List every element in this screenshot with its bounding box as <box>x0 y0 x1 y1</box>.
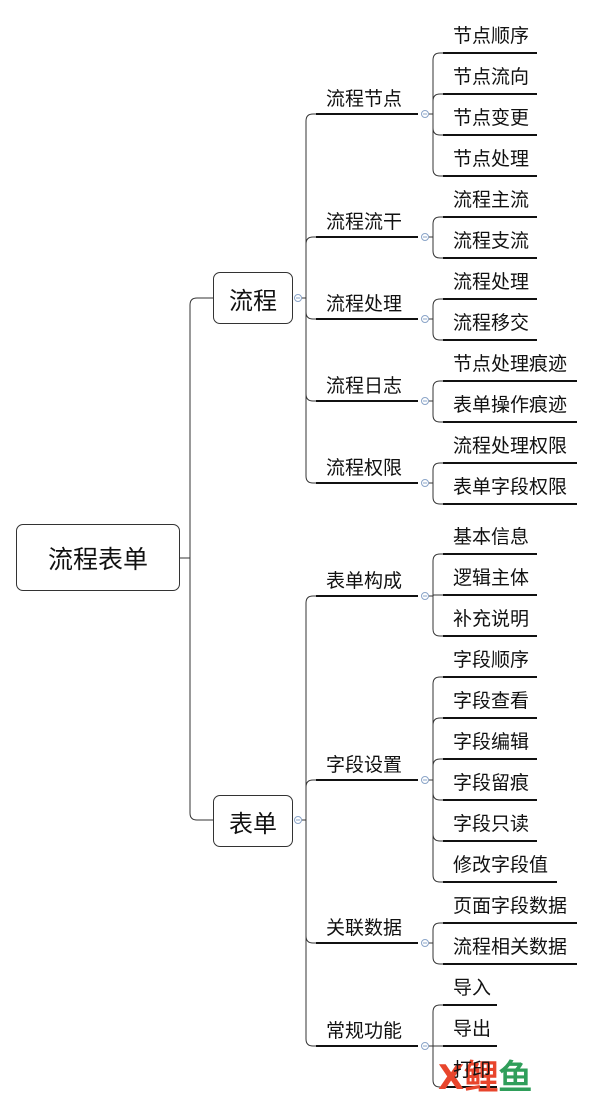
connector-leaf <box>429 922 443 944</box>
leaf-label[interactable]: 基本信息 <box>453 526 530 548</box>
connector-leaf <box>429 380 443 402</box>
leaf-label[interactable]: 流程支流 <box>453 230 530 252</box>
connector-form-group-1 <box>302 779 316 821</box>
leaf-label[interactable]: 流程主流 <box>453 189 530 211</box>
leaf-label[interactable]: 节点变更 <box>453 107 530 129</box>
node-flow-label: 流程 <box>229 286 277 315</box>
connector-leaf <box>429 595 443 637</box>
connector-leaf <box>429 113 443 136</box>
group-label[interactable]: 关联数据 <box>326 917 403 939</box>
connector-leaf <box>429 482 443 505</box>
group-label[interactable]: 流程节点 <box>326 88 403 110</box>
connector-leaf <box>429 553 443 597</box>
connector-leaf <box>429 676 443 781</box>
connector-form-group-2 <box>302 819 316 944</box>
connector-leaf <box>429 236 443 259</box>
connector-leaf <box>429 400 443 423</box>
group-label[interactable]: 表单构成 <box>326 570 403 592</box>
leaf-label[interactable]: 节点处理 <box>453 148 530 170</box>
leaf-label[interactable]: 字段编辑 <box>453 731 530 753</box>
watermark-char: X <box>438 1058 465 1098</box>
leaf-label[interactable]: 节点流向 <box>453 66 530 88</box>
root-node-label: 流程表单 <box>47 544 148 574</box>
connector-root-flow <box>180 297 213 559</box>
connector-leaf <box>429 93 443 115</box>
connector-flow-group-2 <box>302 297 316 320</box>
connector-leaf <box>429 942 443 965</box>
group-label[interactable]: 常规功能 <box>326 1020 403 1042</box>
connector-root-form <box>180 557 213 821</box>
leaf-label[interactable]: 流程处理 <box>453 271 530 293</box>
leaf-label[interactable]: 流程移交 <box>453 312 530 334</box>
connector-leaf <box>429 1045 443 1088</box>
leaf-label[interactable]: 字段只读 <box>453 813 530 835</box>
connector-form-group-0 <box>302 595 316 821</box>
connector-leaf <box>429 113 443 177</box>
leaf-label[interactable]: 表单字段权限 <box>453 476 568 498</box>
connector-leaf <box>429 779 443 801</box>
node-flow[interactable]: 流程 <box>213 272 293 324</box>
leaf-label[interactable]: 流程相关数据 <box>453 936 568 958</box>
group-label[interactable]: 流程权限 <box>326 457 403 479</box>
connector-flow-group-1 <box>302 236 316 299</box>
leaf-label[interactable]: 节点顺序 <box>453 25 530 47</box>
leaf-label[interactable]: 字段查看 <box>453 690 530 712</box>
leaf-label[interactable]: 字段顺序 <box>453 649 530 671</box>
group-label[interactable]: 流程日志 <box>326 375 403 397</box>
connector-flow-group-0 <box>302 113 316 299</box>
connector-form-group-3 <box>302 819 316 1047</box>
leaf-label[interactable]: 补充说明 <box>453 608 530 630</box>
group-label[interactable]: 字段设置 <box>326 754 403 776</box>
watermark-logo: X鲤鱼 <box>438 1058 532 1098</box>
leaf-label[interactable]: 逻辑主体 <box>453 567 530 589</box>
connector-leaf <box>429 318 443 341</box>
leaf-label[interactable]: 导出 <box>453 1018 492 1040</box>
leaf-label[interactable]: 字段留痕 <box>453 772 530 794</box>
connector-leaf <box>429 52 443 115</box>
connector-leaf <box>429 462 443 484</box>
leaf-label[interactable]: 打印 <box>453 1059 492 1081</box>
connector-flow-group-4 <box>302 297 316 484</box>
watermark-char: 鲤 <box>464 1058 499 1098</box>
connector-leaf <box>429 779 443 883</box>
leaf-label[interactable]: 修改字段值 <box>453 854 549 876</box>
connector-leaf <box>429 779 443 842</box>
connector-leaf <box>429 758 443 781</box>
group-label[interactable]: 流程流干 <box>326 211 403 233</box>
group-label[interactable]: 流程处理 <box>326 293 403 315</box>
connector-leaf <box>429 298 443 320</box>
connector-leaf <box>429 717 443 781</box>
connector-flow-group-3 <box>302 297 316 402</box>
leaf-label[interactable]: 节点处理痕迹 <box>453 353 568 375</box>
leaf-label[interactable]: 表单操作痕迹 <box>453 394 568 416</box>
watermark-char: 鱼 <box>498 1058 533 1098</box>
leaf-label[interactable]: 流程处理权限 <box>453 435 568 457</box>
connector-leaf <box>429 1004 443 1047</box>
node-form-label: 表单 <box>229 809 277 838</box>
node-form[interactable]: 表单 <box>213 795 293 847</box>
root-node[interactable]: 流程表单 <box>16 524 180 591</box>
leaf-label[interactable]: 导入 <box>453 977 492 999</box>
leaf-label[interactable]: 页面字段数据 <box>453 895 568 917</box>
connector-leaf <box>429 216 443 238</box>
